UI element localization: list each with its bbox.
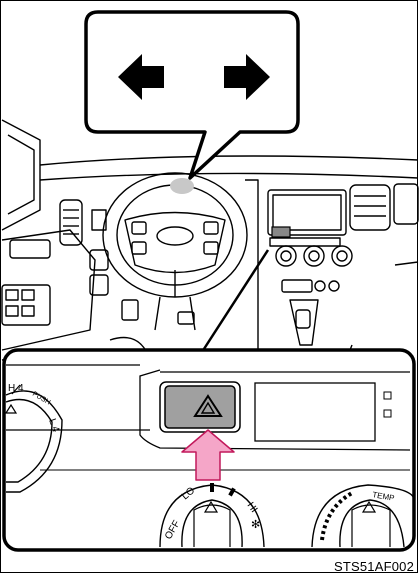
fan-icon: ✻ bbox=[251, 518, 260, 531]
hazard-button[interactable] bbox=[160, 382, 240, 432]
illustration-code: STS51AF002 bbox=[334, 559, 414, 574]
hazard-switch-inset: H 4 PUSH L 4 OFF LO HI ✻ bbox=[4, 250, 414, 550]
hazard-location-marker bbox=[272, 227, 290, 237]
knob-label-h4: H 4 bbox=[8, 383, 24, 394]
turn-signal-callout bbox=[86, 12, 298, 194]
